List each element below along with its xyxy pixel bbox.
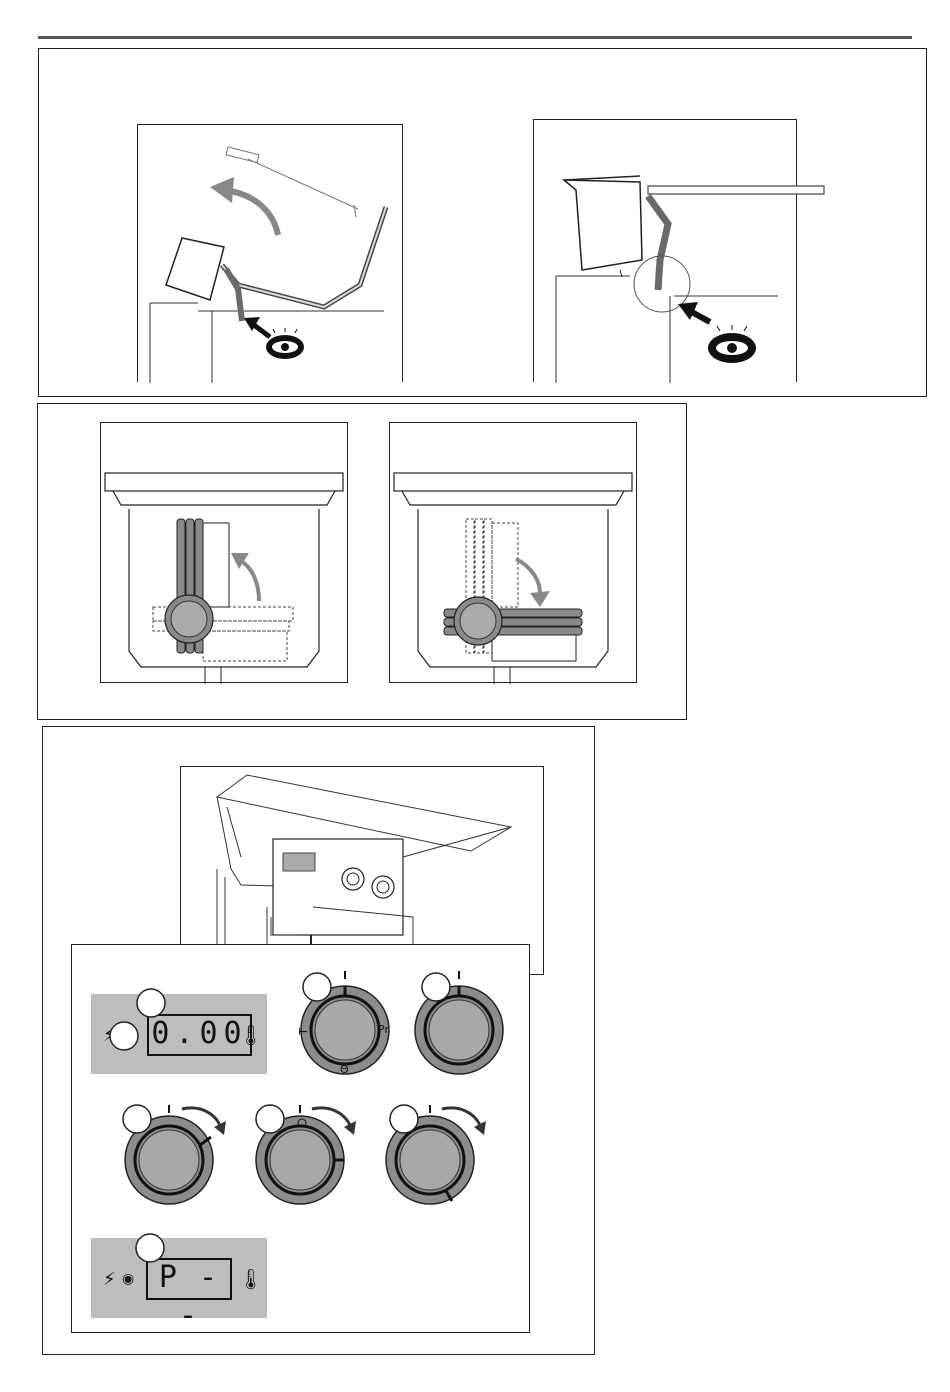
header-rule — [38, 36, 912, 39]
figure-1-frame — [38, 48, 927, 397]
selector-knob[interactable] — [301, 971, 389, 1074]
figure-2-left-view — [100, 422, 348, 683]
curved-arrow-icon — [210, 177, 278, 235]
element-lower-illustration — [390, 423, 638, 684]
control-panel-detail: 0.00 ⚡ 🌡 P - - ⚡ ◉ 🌡 — [71, 944, 530, 1333]
figure-1-right-view — [533, 119, 797, 382]
eye-icon — [266, 328, 304, 359]
control-knob-5[interactable] — [386, 1105, 486, 1204]
figure-1-left-view — [137, 124, 403, 382]
figure-2-frame — [37, 403, 687, 720]
figure-2-right-view — [389, 422, 637, 683]
knob-label-bottom: Θ — [340, 1063, 349, 1076]
control-knob-4[interactable] — [256, 1105, 356, 1204]
figure-3-frame: 0.00 ⚡ 🌡 P - - ⚡ ◉ 🌡 — [42, 726, 595, 1355]
control-knob-3[interactable] — [123, 1105, 226, 1204]
basket-position-illustration — [534, 120, 798, 383]
control-knob-2[interactable] — [415, 971, 503, 1074]
basket-lift-illustration — [138, 125, 404, 383]
callout-circle — [136, 1234, 164, 1262]
callout-circle — [110, 1022, 138, 1050]
control-knobs — [72, 945, 531, 1334]
callout-circle — [137, 989, 165, 1017]
element-lift-up-illustration — [101, 423, 349, 684]
eye-icon — [708, 325, 756, 363]
knob-label-right: Pr — [378, 1023, 389, 1036]
knob-label-left: T — [297, 1028, 310, 1035]
curved-arrow-down-icon — [516, 559, 550, 607]
curved-arrow-up-icon — [231, 553, 259, 601]
